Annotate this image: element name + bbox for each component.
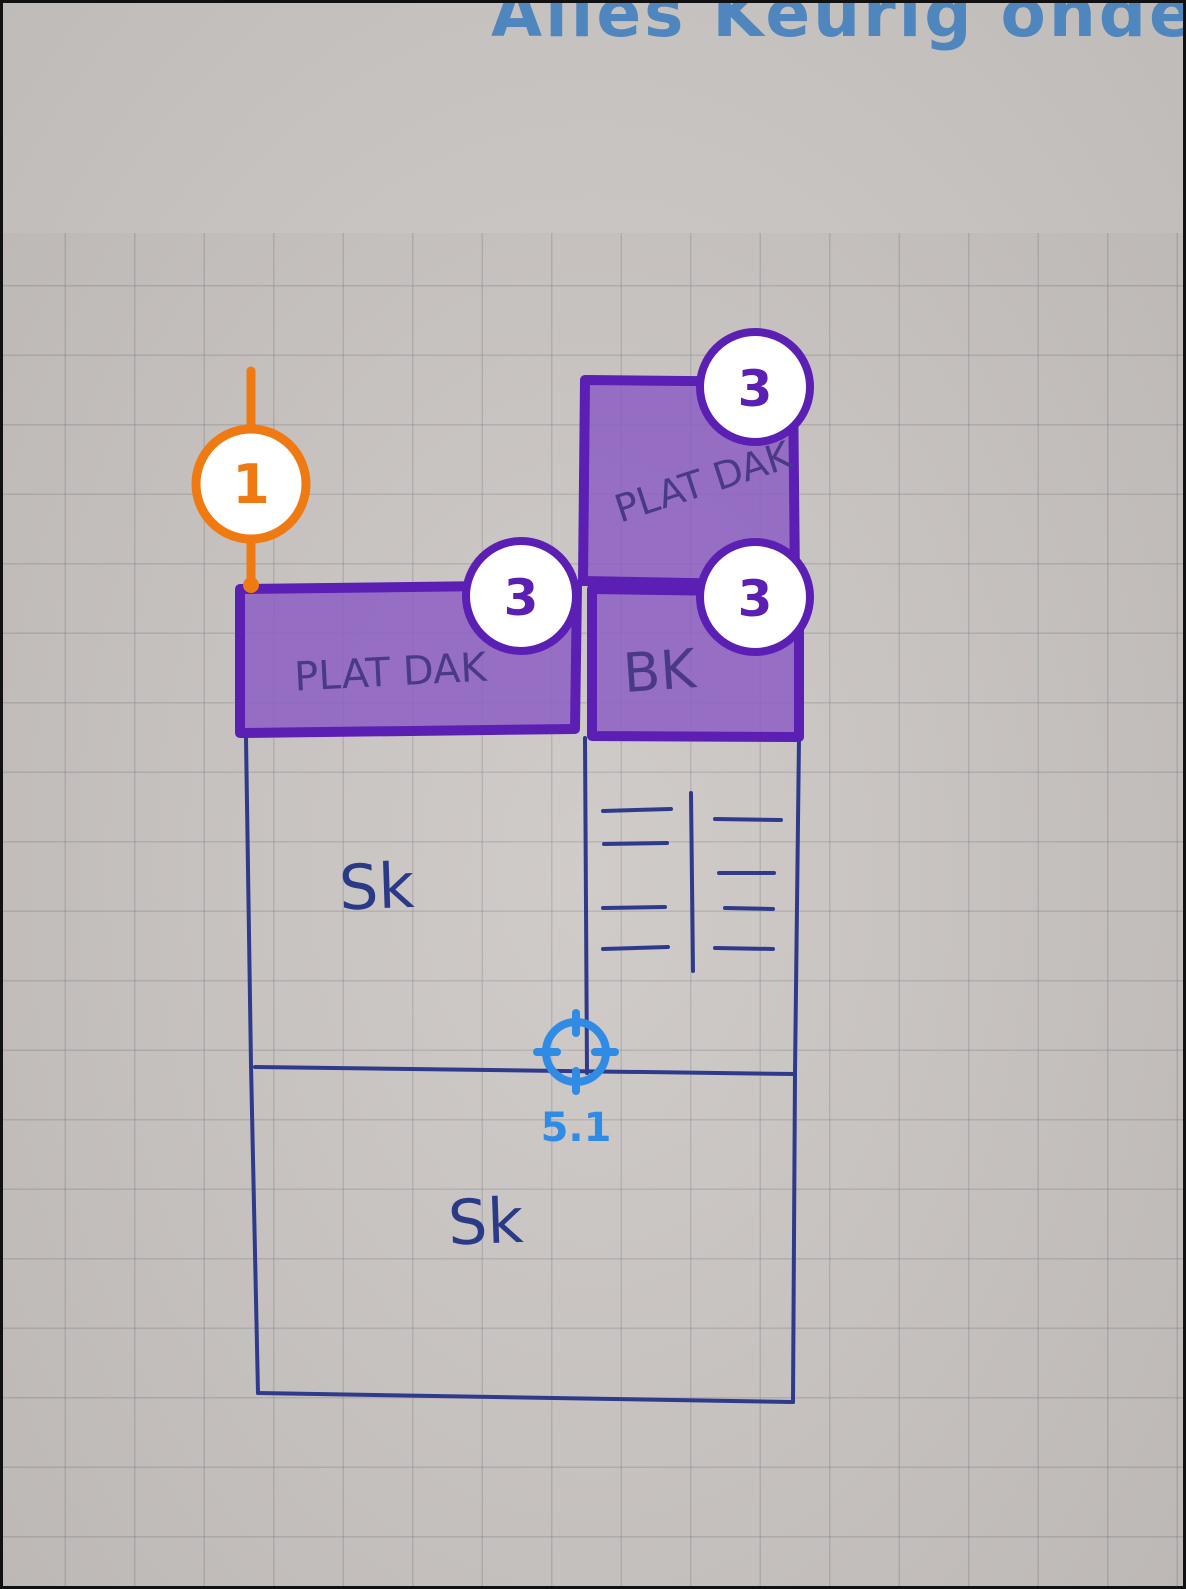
printed-header: Alles Keurig onder xyxy=(491,0,1186,52)
measurement-marker[interactable]: 1 xyxy=(191,366,311,593)
floor-plan-lines xyxy=(244,736,801,1404)
stairs-icon xyxy=(601,791,783,973)
badge-roof-left-number: 3 xyxy=(504,569,539,627)
badge-roof-bk-number: 3 xyxy=(738,570,773,628)
badge-roof-top-right[interactable]: 3 xyxy=(696,328,814,446)
roof-label-left: PLAT DAK xyxy=(293,645,489,701)
badge-roof-left[interactable]: 3 xyxy=(462,537,580,655)
position-label: 5.1 xyxy=(541,1105,612,1151)
measurement-number: 1 xyxy=(232,453,270,516)
floor-plan-sketch: Sk Sk PLAT DAK PLAT DAK BK 1 3 xyxy=(191,328,814,1404)
room-label-upper: Sk xyxy=(338,849,416,925)
position-marker[interactable]: 5.1 xyxy=(533,1009,619,1151)
badge-roof-top-right-number: 3 xyxy=(738,360,773,418)
badge-roof-bk[interactable]: 3 xyxy=(696,538,814,656)
roof-label-bk: BK xyxy=(621,637,699,705)
crosshair-icon xyxy=(533,1009,619,1095)
room-label-lower: Sk xyxy=(447,1184,525,1260)
roof-overlay-top-right[interactable]: PLAT DAK xyxy=(578,375,800,590)
